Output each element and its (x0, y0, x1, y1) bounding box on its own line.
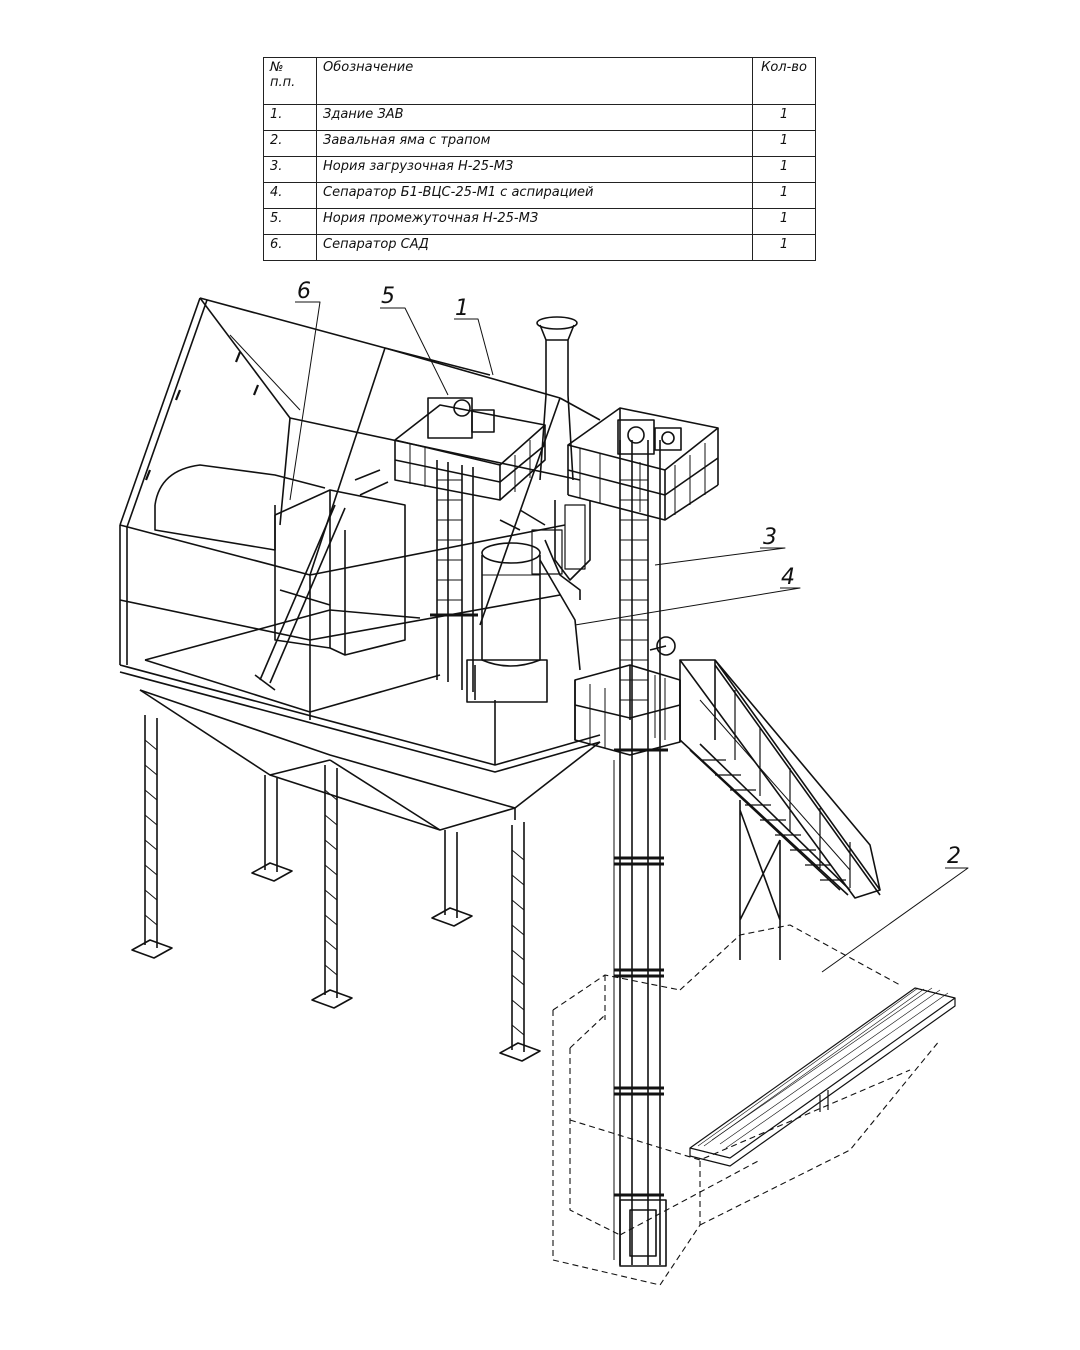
pit-grate (689, 987, 956, 1167)
header-name: Обозначение (316, 57, 753, 105)
specification-table: № п.п. Обозначение Кол-во 1. Здание ЗАВ … (263, 57, 816, 261)
table-row: 5. Нория промежуточная Н-25-МЗ 1 (263, 208, 816, 235)
receiving-pit (552, 924, 941, 1286)
row-name: Сепаратор Б1-ВЦС-25-М1 с аспирацией (316, 182, 753, 209)
intermediate-elevator (394, 397, 546, 692)
stairway (679, 659, 881, 960)
callout-1: 1 (455, 296, 469, 321)
row-qty: 1 (752, 156, 816, 183)
building-frame (119, 297, 601, 1062)
callout-5: 5 (381, 284, 395, 309)
row-name: Сепаратор САД (316, 234, 753, 261)
separator-sad (154, 464, 406, 691)
loading-elevator (613, 440, 668, 1267)
row-num: 5. (263, 208, 317, 235)
elevator-3-top-platform (567, 407, 719, 521)
callout-6: 6 (297, 279, 311, 304)
row-num: 2. (263, 130, 317, 157)
separator-vcs (466, 504, 586, 703)
leader-lines (289, 301, 969, 973)
aspiration-cyclone (536, 316, 591, 581)
header-qty: Кол-во (752, 57, 816, 105)
table-row: 1. Здание ЗАВ 1 (263, 104, 816, 131)
row-qty: 1 (752, 234, 816, 261)
table-header-row: № п.п. Обозначение Кол-во (263, 57, 816, 105)
callout-2: 2 (947, 844, 961, 869)
callout-4: 4 (781, 565, 795, 590)
callout-3: 3 (763, 525, 777, 550)
row-name: Нория промежуточная Н-25-МЗ (316, 208, 753, 235)
table-row: 4. Сепаратор Б1-ВЦС-25-М1 с аспирацией 1 (263, 182, 816, 209)
table-row: 6. Сепаратор САД 1 (263, 234, 816, 261)
row-name: Завальная яма с трапом (316, 130, 753, 157)
row-num: 6. (263, 234, 317, 261)
header-num: № п.п. (263, 57, 317, 105)
table-row: 2. Завальная яма с трапом 1 (263, 130, 816, 157)
row-qty: 1 (752, 182, 816, 209)
